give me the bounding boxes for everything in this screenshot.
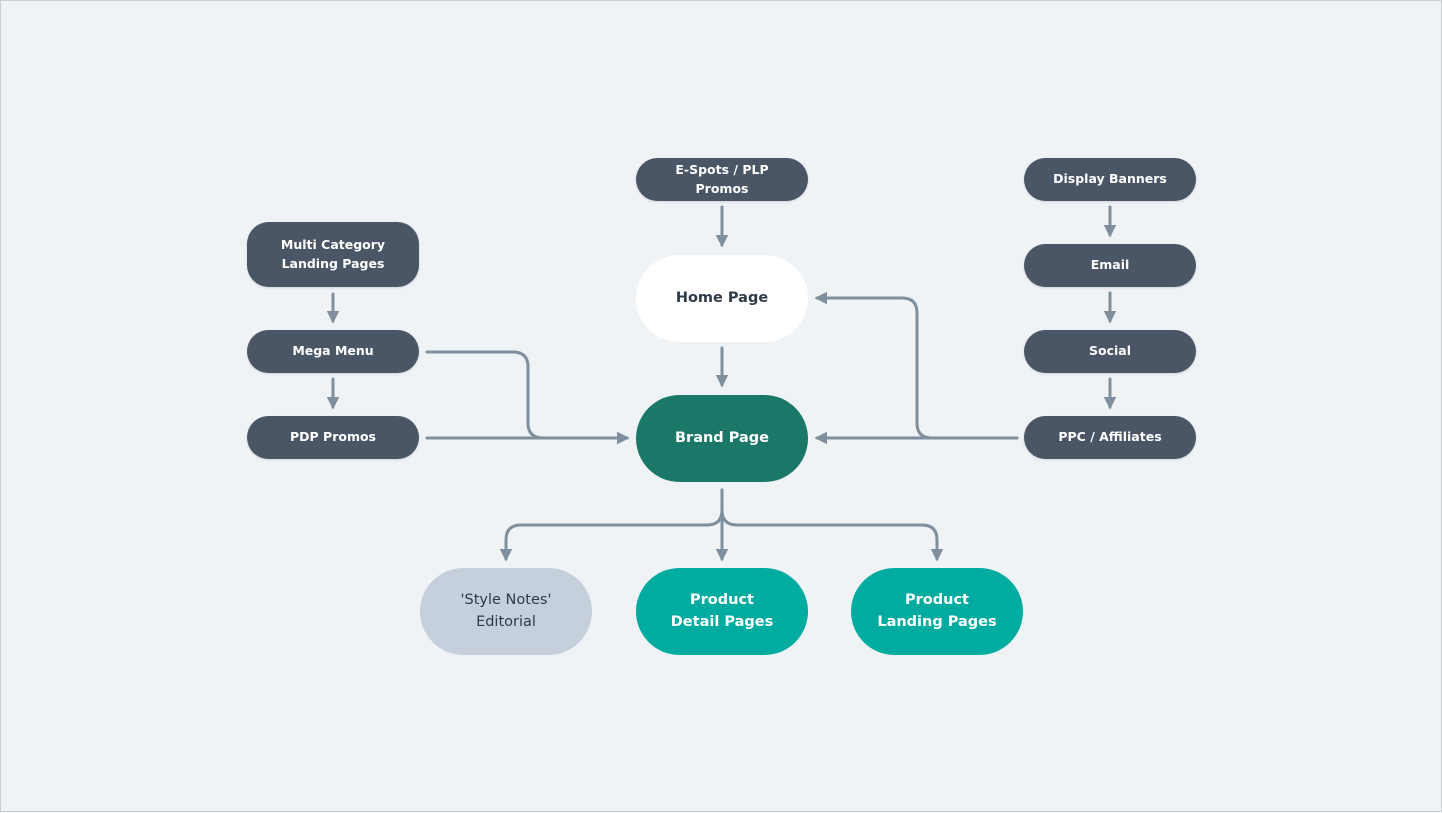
node-label: Email — [1090, 257, 1130, 273]
node-label: Brand Page — [675, 429, 769, 446]
node-label: E-Spots / PLP Promos — [675, 162, 769, 196]
node-display-banners: Display Banners — [1024, 158, 1196, 201]
node-mega-menu: Mega Menu — [247, 330, 419, 373]
node-email: Email — [1024, 244, 1196, 287]
node-social: Social — [1024, 330, 1196, 373]
node-label: Social — [1088, 343, 1131, 359]
node-label: Home Page — [675, 289, 769, 306]
arrow-brand-to-style-notes — [499, 488, 724, 562]
node-label: 'Style Notes' Editorial — [460, 592, 552, 630]
node-label: Multi Category Landing Pages — [280, 237, 386, 271]
node-label: Display Banners — [1053, 171, 1167, 187]
node-multi-category-landing-pages: Multi Category Landing Pages — [247, 222, 419, 287]
arrow-brand-to-product-landing — [720, 488, 944, 562]
node-pdp-promos: PDP Promos — [247, 416, 419, 459]
node-label: Product Landing Pages — [877, 592, 997, 630]
node-style-notes-editorial: 'Style Notes' Editorial — [420, 568, 592, 655]
arrow-mega-to-brand — [425, 350, 630, 445]
node-label: PDP Promos — [289, 429, 377, 445]
node-home-page: Home Page — [636, 255, 808, 342]
node-label: PPC / Affiliates — [1058, 429, 1162, 445]
node-product-detail-pages: Product Detail Pages — [636, 568, 808, 655]
node-label: Product Detail Pages — [670, 592, 774, 630]
node-brand-page: Brand Page — [636, 395, 808, 482]
node-label: Mega Menu — [292, 343, 374, 359]
node-espots-plp-promos: E-Spots / PLP Promos — [636, 158, 808, 201]
node-product-landing-pages: Product Landing Pages — [851, 568, 1023, 655]
node-ppc-affiliates: PPC / Affiliates — [1024, 416, 1196, 459]
arrow-ppc-to-home — [814, 291, 1019, 440]
